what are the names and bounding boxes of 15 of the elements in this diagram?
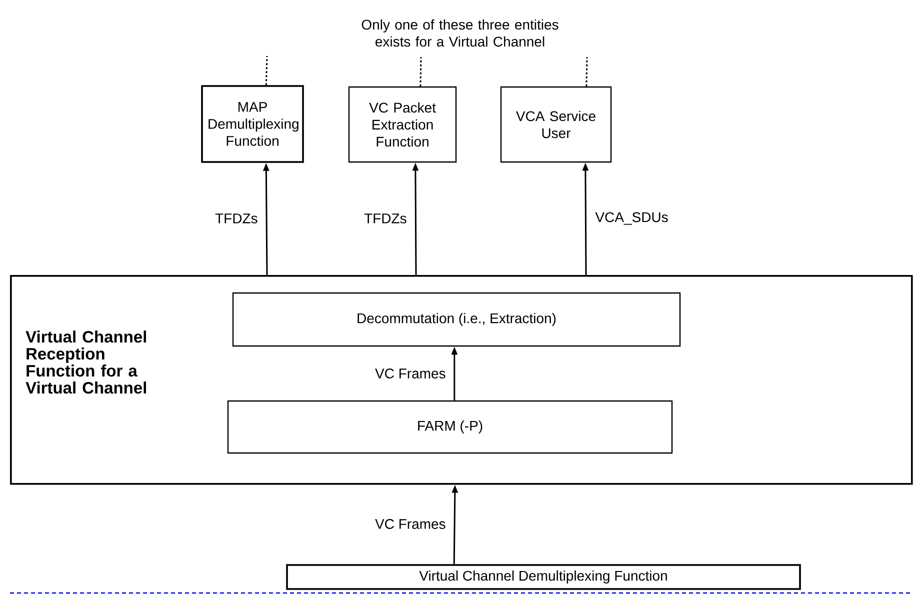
function-box: VC Packet Extraction Function — [348, 86, 457, 163]
function-box: Virtual Channel Demultiplexing Function — [286, 564, 801, 590]
function-box: FARM (-P) — [227, 400, 673, 454]
edge-label: VC Frames — [374, 368, 447, 380]
leader-line — [420, 56, 422, 86]
function-box: VCA Service User — [500, 86, 612, 163]
leader-line — [586, 56, 588, 86]
edge-label: VCA_SDUs — [594, 211, 670, 226]
note-text: Only one of these three entities exists for a Virtual Channel — [362, 19, 558, 47]
edge-label: TFDZs — [214, 212, 259, 224]
leader-line — [265, 56, 268, 86]
function-box: Decommutation (i.e., Extraction) — [232, 292, 681, 347]
edge-label: VC Frames — [374, 518, 447, 530]
edge-label: TFDZs — [363, 212, 408, 224]
function-box: MAP Demultiplexing Function — [201, 85, 304, 163]
